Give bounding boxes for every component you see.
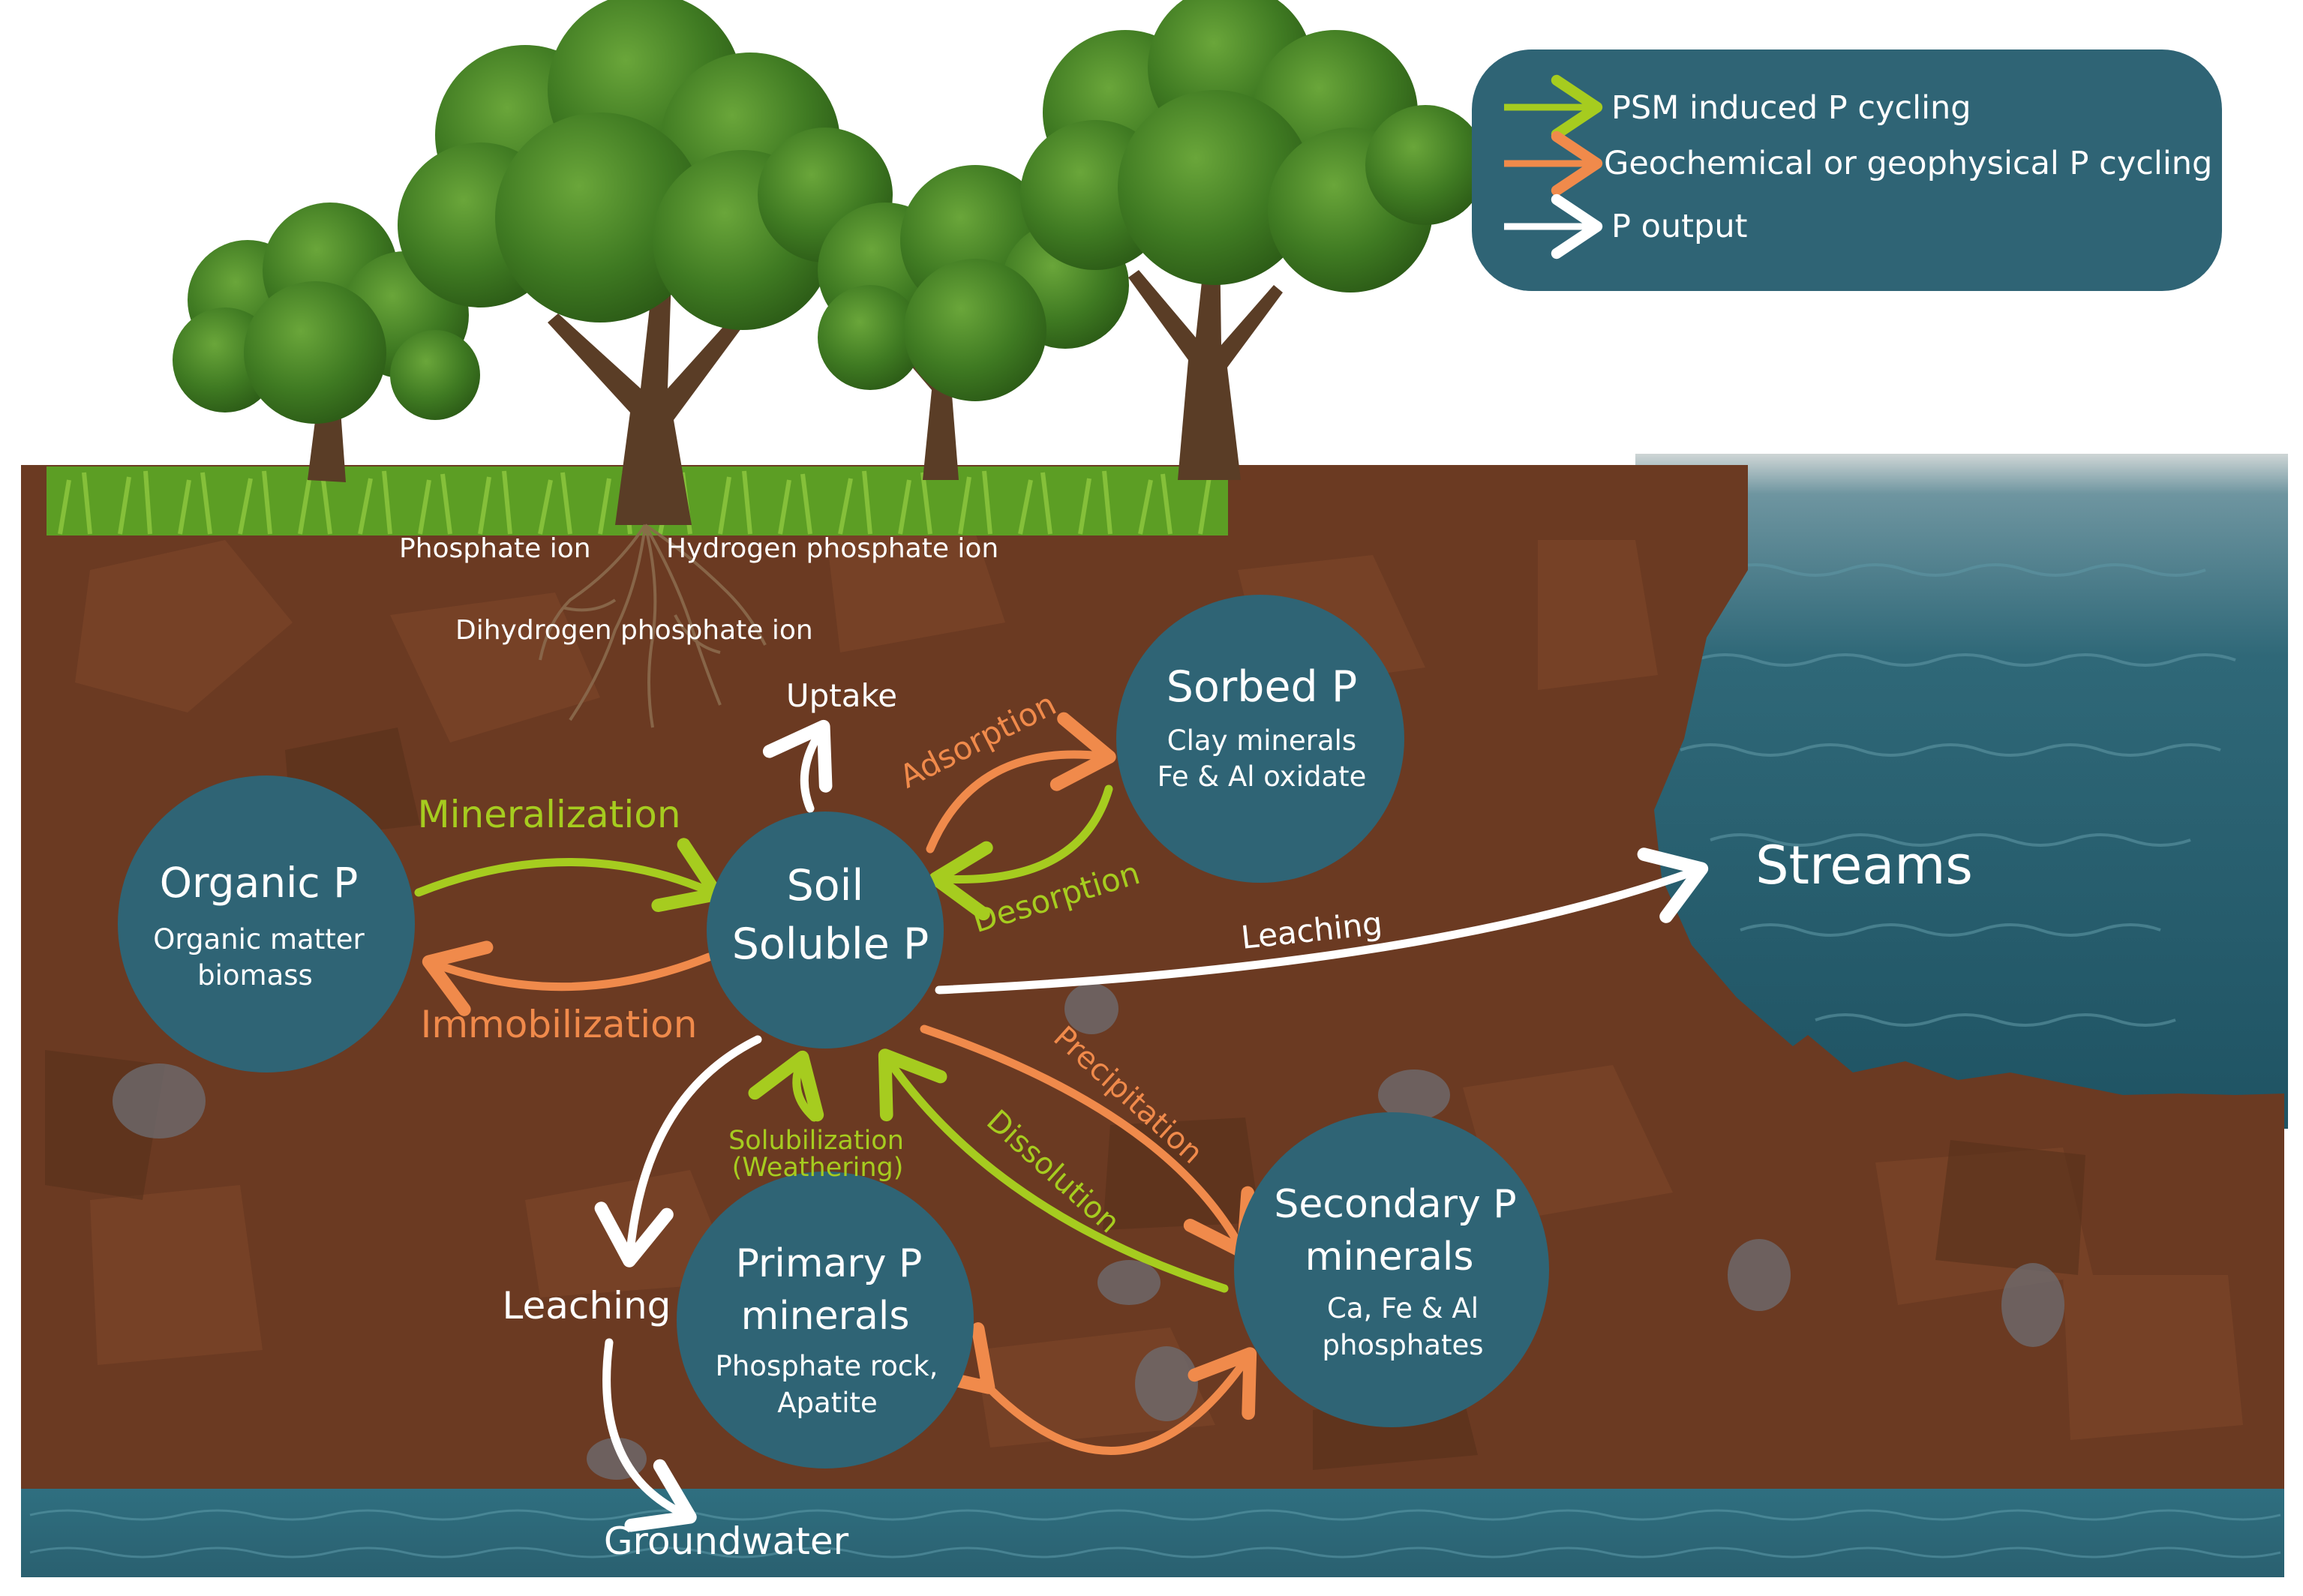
secondary-p-sub1: Ca, Fe & Al — [1327, 1292, 1479, 1324]
primary-p-sub2: Apatite — [777, 1387, 878, 1419]
sorbed-p-sub2: Fe & Al oxidate — [1158, 760, 1367, 793]
immobilization-label: Immobilization — [421, 1003, 698, 1046]
tree-canopy-2 — [398, 0, 893, 330]
organic-p-sub2: biomass — [197, 959, 313, 992]
soluble-p-title-2: Soluble P — [732, 920, 929, 969]
legend-box — [1472, 50, 2222, 291]
uptake-arrow — [762, 719, 833, 813]
legend: PSM induced P cycling Geochemical or geo… — [1472, 50, 2222, 291]
leaching-ground-label: Leaching — [503, 1284, 671, 1328]
groundwater-waves — [29, 1509, 2281, 1558]
groundwater-band — [21, 1489, 2284, 1577]
dihydrogen-phosphate-ion-label: Dihydrogen phosphate ion — [455, 615, 813, 646]
sea-waves — [1680, 563, 2236, 1027]
legend-psm-label: PSM induced P cycling — [1611, 89, 1971, 127]
sorbed-p-title: Sorbed P — [1167, 662, 1357, 712]
legend-geo-label: Geochemical or geophysical P cycling — [1604, 145, 2212, 182]
streams-label: Streams — [1755, 835, 1973, 896]
hydrogen-phosphate-ion-label: Hydrogen phosphate ion — [666, 533, 998, 564]
sorbed-p-sub1: Clay minerals — [1167, 724, 1356, 757]
groundwater-label: Groundwater — [604, 1520, 849, 1563]
secondary-p-sub2: phosphates — [1322, 1329, 1483, 1361]
desorption-arrow — [929, 784, 1113, 921]
uptake-label: Uptake — [786, 677, 897, 714]
groundwater-arrow — [602, 1338, 697, 1532]
flow-arrows — [414, 712, 1709, 1532]
tree-canopy-4 — [1020, 0, 1485, 292]
organic-p-sub1: Organic matter — [153, 923, 365, 956]
leaching-down-arrow — [594, 1035, 762, 1268]
primary-p-title-1: Primary P — [736, 1241, 923, 1286]
soil-soluble-p-node: Soil Soluble P — [707, 812, 944, 1048]
dissolution-arrow — [878, 1048, 1229, 1293]
primary-p-sub1: Phosphate rock, — [716, 1350, 938, 1382]
adsorption-arrow — [926, 712, 1116, 854]
tree-roots — [539, 524, 767, 728]
organic-p-title: Organic P — [160, 859, 359, 907]
organic-p-node: Organic P Organic matter biomass — [118, 776, 415, 1072]
secondary-p-title-1: Secondary P — [1274, 1182, 1516, 1227]
leaching-streams-arrow — [935, 848, 1709, 994]
mineralization-label: Mineralization — [417, 793, 680, 836]
primary-p-minerals-node: Primary P minerals Phosphate rock, Apati… — [677, 1172, 974, 1468]
primary-secondary-arrow — [923, 1322, 1257, 1455]
secondary-p-title-2: minerals — [1305, 1234, 1474, 1280]
solubilization-label-2: (Weathering) — [732, 1153, 904, 1183]
phosphate-ion-label: Phosphate ion — [399, 533, 591, 564]
precipitation-arrow — [920, 1024, 1254, 1259]
solubilization-arrow — [748, 1050, 824, 1122]
tree-canopy-1 — [173, 202, 480, 424]
mineralization-arrow — [414, 838, 723, 913]
sorbed-p-node: Sorbed P Clay minerals Fe & Al oxidate — [1116, 595, 1404, 883]
solubilization-label-1: Solubilization — [728, 1126, 904, 1156]
primary-p-title-2: minerals — [741, 1294, 910, 1339]
secondary-p-minerals-node: Secondary P minerals Ca, Fe & Al phospha… — [1234, 1112, 1549, 1427]
legend-output-label: P output — [1611, 208, 1747, 245]
immobilization-arrow — [422, 940, 713, 1016]
soluble-p-title-1: Soil — [787, 861, 864, 910]
